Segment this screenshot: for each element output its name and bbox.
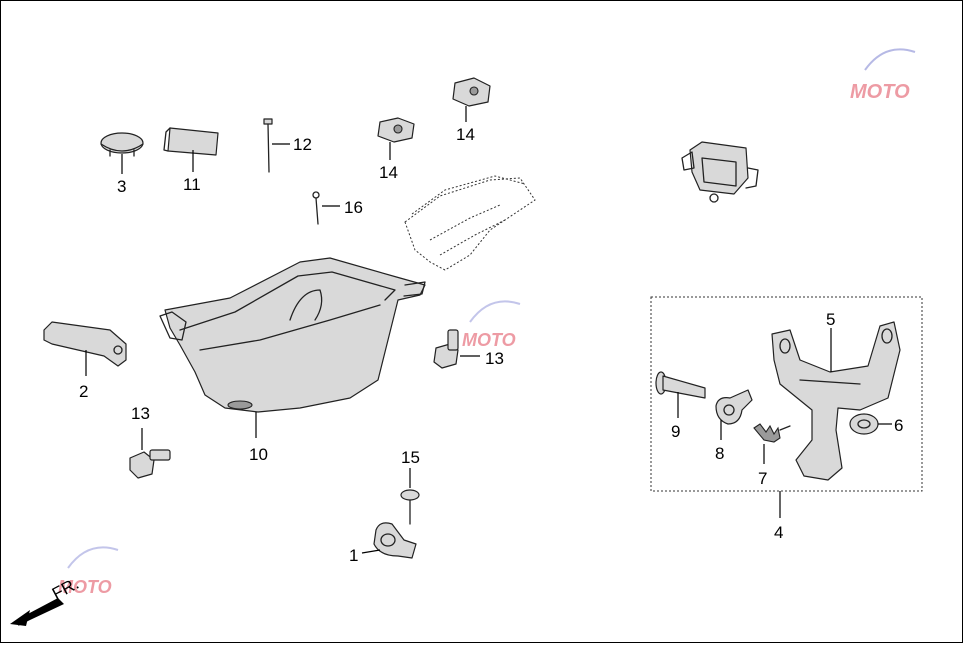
- watermark-text: MOTO: [850, 81, 910, 103]
- callout-15: 15: [401, 448, 420, 467]
- watermark-text: MOTO: [58, 577, 112, 597]
- part-6-washer: [849, 413, 892, 435]
- part-1-clamp: [361, 522, 417, 559]
- part-13-bolt-b: [129, 428, 171, 479]
- callout-14a: 14: [379, 163, 398, 182]
- callout-12: 12: [293, 135, 312, 154]
- part-5-latch-bracket: [771, 321, 901, 481]
- part-16-pin: [312, 191, 340, 225]
- callout-13b: 13: [131, 404, 150, 423]
- part-14-clip-nut-b: [452, 77, 491, 122]
- callout-1: 1: [349, 546, 358, 565]
- callout-6: 6: [894, 416, 903, 435]
- watermark-text: MOTO: [462, 330, 516, 350]
- part-10-luggage-box: [159, 257, 426, 438]
- part-7-spring: [753, 423, 791, 464]
- callout-2: 2: [79, 382, 88, 401]
- part-13-bolt-a: [433, 329, 480, 369]
- part-15-screw: [400, 468, 420, 525]
- part-8-lever: [715, 389, 753, 440]
- part-14-clip-nut-a: [377, 117, 415, 160]
- assembly-4-box: [650, 296, 923, 492]
- part-connector-housing: [681, 141, 759, 203]
- callout-4: 4: [774, 523, 783, 542]
- watermark-top-right: MOTO: [850, 48, 916, 103]
- callout-3: 3: [117, 177, 126, 196]
- callout-8: 8: [715, 444, 724, 463]
- part-12-pin: [263, 118, 290, 173]
- callout-14b: 14: [456, 125, 475, 144]
- callout-13a: 13: [485, 349, 504, 368]
- callout-16: 16: [344, 198, 363, 217]
- part-2-bracket: [43, 321, 127, 376]
- watermark-bottom-left: MOTO: [58, 546, 119, 597]
- part-9-shaft: [655, 371, 706, 418]
- part-11-plate: [163, 127, 219, 172]
- part-3-cap: [100, 132, 144, 174]
- callout-9: 9: [671, 422, 680, 441]
- watermark-center: MOTO: [462, 300, 521, 350]
- callout-10: 10: [249, 445, 268, 464]
- callout-7: 7: [758, 469, 767, 488]
- callout-5: 5: [826, 310, 835, 329]
- dashed-reference-panel: [404, 175, 536, 271]
- callout-11: 11: [183, 175, 201, 194]
- front-direction-arrow: [10, 598, 64, 626]
